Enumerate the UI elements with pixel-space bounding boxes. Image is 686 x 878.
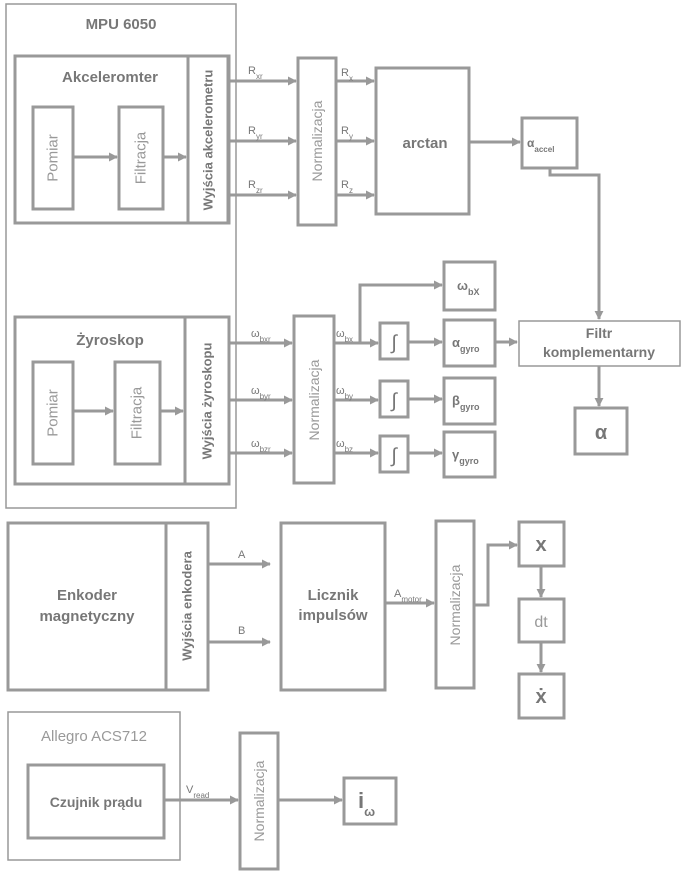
gyro-filter-box: [113, 360, 162, 466]
current-normalization-label: Normalizacja: [251, 760, 267, 841]
integral-symbol-z: ∫: [390, 445, 398, 467]
current-sensor-label: Czujnik prądu: [50, 794, 143, 810]
alpha-output-label: α: [595, 422, 608, 444]
alpha-gyro-label: αgyro: [452, 335, 480, 354]
alpha-output-box: [573, 406, 629, 456]
arrow-accel-filter: [548, 168, 604, 320]
filter-title-line2: komplementarny: [543, 344, 655, 360]
arctan-label: arctan: [402, 135, 447, 152]
mpu-title: MPU 6050: [86, 16, 157, 33]
signal-vread: Vread: [186, 784, 209, 800]
alpha-accel-label: αaccel: [527, 136, 554, 154]
encoder-normalization-label: Normalizacja: [447, 564, 463, 645]
arrows: [73, 76, 604, 805]
arrow-to-x: [474, 540, 518, 607]
gyro-outputs-label: Wyjścia żyroskopu: [200, 343, 215, 460]
beta-gyro-box: [442, 376, 497, 426]
gamma-gyro-label: γgyro: [452, 447, 479, 466]
accel-filter-label: Filtracja: [133, 131, 150, 184]
signal-ryr: Ryr: [248, 125, 263, 141]
outer-frames: [5, 3, 237, 861]
signal-rx: Rx: [341, 67, 353, 83]
encoder-title-line2: magnetyczny: [39, 608, 135, 625]
omega-bx-box: [442, 260, 497, 312]
encoder-outputs-label: Wyjścia enkodera: [180, 550, 195, 660]
encoder-outputs-box: [164, 521, 210, 692]
signal-rzr: Rzr: [248, 179, 263, 195]
encoder-title-line1: Enkoder: [57, 587, 117, 604]
xdot-label: ẋ: [535, 686, 546, 708]
signal-wbx: ωbx: [336, 328, 353, 344]
filter-title-line1: Filtr: [586, 325, 613, 341]
gamma-gyro-box: [442, 430, 497, 479]
gyro-measure-label: Pomiar: [45, 389, 62, 437]
accel-title: Akceleromter: [62, 69, 158, 86]
arrow-to-omega-bx: [358, 280, 443, 343]
omega-bx-label: ωbX: [457, 278, 480, 297]
mpu-6050-frame: [5, 3, 237, 509]
signal-wbz: ωbz: [336, 438, 353, 454]
counter-title-line2: impulsów: [298, 607, 368, 624]
i-omega-box: [342, 776, 398, 826]
accel-normalization-label: Normalizacja: [309, 100, 325, 181]
counter-box: [279, 521, 387, 692]
accel-outputs-label: Wyjścia akcelerometru: [201, 70, 216, 211]
x-label: x: [535, 534, 546, 556]
integral-symbol-y: ∫: [390, 390, 398, 412]
signal-rxr: Rxr: [248, 65, 263, 81]
i-omega-label: iω: [358, 788, 375, 819]
signal-rz: Rz: [341, 179, 353, 195]
beta-gyro-label: βgyro: [452, 393, 480, 412]
gyro-measure-box: [31, 360, 75, 466]
xdot-box: [517, 672, 566, 720]
signal-a: A: [238, 549, 246, 561]
gyro-title: Żyroskop: [76, 332, 144, 349]
accel-measure-label: Pomiar: [45, 134, 62, 182]
encoder-box: [6, 521, 210, 692]
signal-wbxr: ωbxr: [251, 328, 271, 344]
counter-title-line1: Licznik: [308, 587, 360, 604]
dt-label: dt: [534, 614, 548, 631]
allegro-frame: [7, 711, 181, 861]
signal-b: B: [238, 625, 245, 637]
signal-wbzr: ωbzr: [251, 438, 271, 454]
signal-amotor: Amotor: [394, 588, 422, 604]
gyro-normalization-label: Normalizacja: [306, 359, 322, 440]
allegro-title: Allegro ACS712: [41, 728, 147, 745]
gyro-filter-label: Filtracja: [129, 386, 146, 439]
signal-wbyr: ωbyr: [251, 385, 271, 401]
signal-ry: Ry: [341, 125, 353, 141]
signal-wby: ωby: [336, 385, 353, 401]
integral-symbol-x: ∫: [390, 332, 398, 354]
